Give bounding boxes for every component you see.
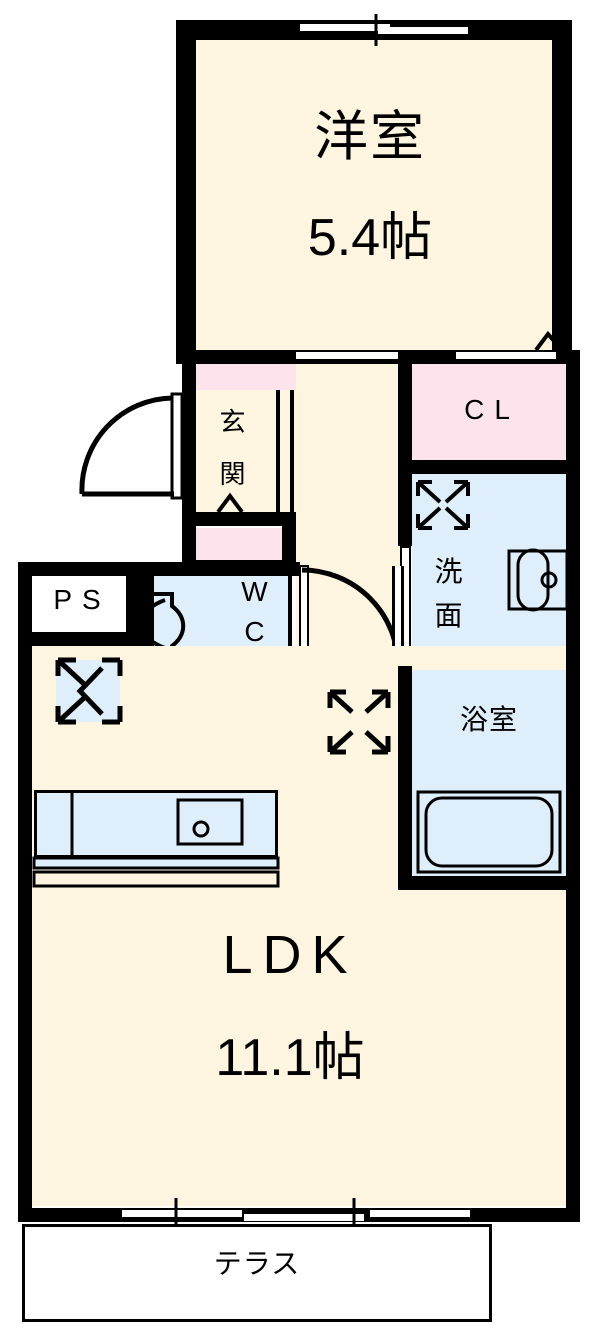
ldk-name-label: LDK [222, 925, 358, 985]
hallway-floor [296, 350, 406, 670]
bedroom-size-label: 5.4帖 [307, 209, 433, 267]
closet-floor [412, 364, 566, 460]
pipe-space-label: PS [53, 584, 111, 615]
bath-wall-east-overlay [566, 666, 580, 890]
ps-wall-east [126, 562, 140, 646]
genkan-door-jamb [290, 390, 294, 512]
ldk-wall-east [566, 876, 580, 1222]
terrace-label: テラス [213, 1247, 301, 1280]
washroom-label-2: 面 [434, 599, 464, 632]
genkan-door-jamb2 [276, 390, 280, 512]
shoe-cabinet-lower [196, 528, 296, 566]
closet-wall-south [398, 460, 580, 474]
closet-wall-west [398, 350, 412, 470]
toilet-bowl-icon [139, 592, 186, 656]
bathtub-icon-overlay [416, 790, 562, 874]
washroom-wall-east [566, 470, 580, 670]
closet-label: CL [464, 394, 520, 425]
genkan-wall-east [282, 512, 296, 574]
genkan-step-mark [216, 492, 244, 514]
bath-label: 浴室 [459, 703, 518, 736]
genkan-label-1: 玄 [219, 408, 247, 438]
washroom-wall-west-top [398, 470, 412, 546]
appliance-space-icon-washroom [416, 480, 470, 530]
bath-floor-overlay [412, 670, 566, 876]
kitchen-counter [34, 790, 278, 858]
appliance-space-icon-ldk [327, 689, 391, 755]
washbasin-icon [507, 548, 569, 612]
bath-wall-west-overlay [398, 666, 412, 890]
bedroom-name-label: 洋室 [314, 105, 426, 168]
bedroom-wall-east [552, 20, 572, 350]
toilet-label-2: C [244, 616, 266, 647]
bedroom-floor [176, 20, 564, 350]
genkan-label-2: 関 [219, 460, 247, 490]
bedroom-north-window [300, 14, 468, 46]
bedroom-wall-west [176, 20, 196, 350]
ldk-size-label: 11.1帖 [215, 1029, 365, 1087]
terrace-floor [22, 1224, 492, 1322]
wc-wall-north [140, 562, 300, 576]
washer-pan-icon [55, 657, 123, 725]
wc-door-jamb [288, 576, 292, 670]
washroom-label-1: 洗 [434, 555, 464, 588]
pipe-space-floor [32, 576, 126, 632]
ps-wall-south [18, 632, 140, 646]
washroom-floor [412, 474, 566, 660]
entrance-door-swing[interactable] [0, 0, 600, 600]
ps-wall-north [18, 562, 140, 576]
hall-door-jamb [392, 566, 404, 670]
kitchen-counter-detail [32, 792, 280, 888]
closet-wall-east [566, 350, 580, 470]
ldk-wall-west [18, 562, 32, 1222]
genkan-wall-south [182, 512, 296, 526]
bedroom-south-doors [296, 330, 564, 359]
toilet-label-1: W [241, 576, 269, 607]
bath-wall-south-overlay [398, 876, 580, 890]
